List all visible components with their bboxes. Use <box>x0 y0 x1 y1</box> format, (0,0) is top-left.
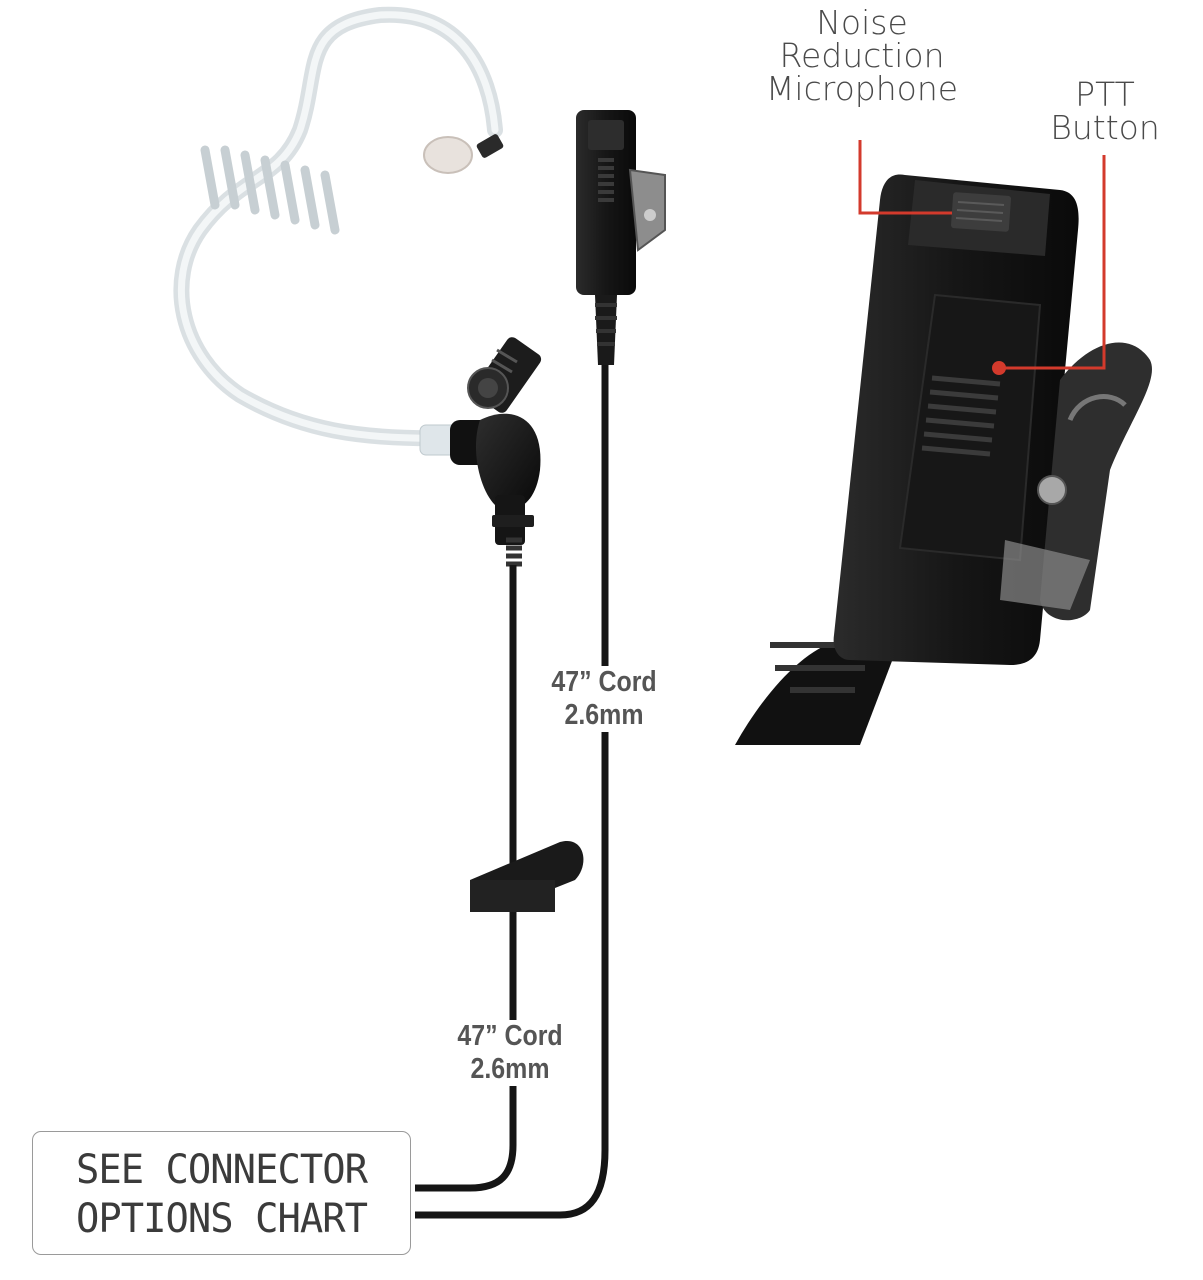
noise-mic-label: Noise Reduction Microphone <box>752 6 972 105</box>
coil-section <box>200 145 340 235</box>
ptt-label-line2: Button <box>1050 108 1160 147</box>
noise-mic-label-line1: Noise <box>816 3 908 42</box>
lower-cord-label: 47” Cord 2.6mm <box>449 1020 571 1086</box>
upper-cord-length: 47” Cord <box>551 666 657 698</box>
noise-mic-label-line2: Reduction <box>779 36 945 75</box>
ptt-ridges <box>921 375 1001 457</box>
cords <box>415 365 609 1219</box>
ptt-label-line1: PTT <box>1075 75 1135 114</box>
noise-mic-label-line3: Microphone <box>765 69 959 108</box>
ptt-callout-line <box>1000 155 1106 370</box>
mic-ptt-small <box>576 110 666 365</box>
earpiece-swivel <box>450 337 542 567</box>
ptt-callout-dot <box>992 361 1006 375</box>
acoustic-tube-earpiece <box>173 6 504 456</box>
connector-options-text: SEE CONNECTOR OPTIONS CHART <box>39 1146 405 1244</box>
connector-options-box: SEE CONNECTOR OPTIONS CHART <box>32 1131 411 1255</box>
callouts <box>858 140 1106 375</box>
upper-cord-gauge: 2.6mm <box>564 699 644 731</box>
connector-line1: SEE CONNECTOR <box>75 1147 368 1193</box>
ear-tip <box>423 136 473 174</box>
ptt-closeup <box>735 174 1152 745</box>
upper-cord-label: 47” Cord 2.6mm <box>543 666 665 732</box>
ptt-label: PTT Button <box>1040 78 1170 144</box>
noise-mic-callout-line <box>858 140 952 215</box>
connector-line2: OPTIONS CHART <box>75 1196 368 1242</box>
lower-cord-gauge: 2.6mm <box>470 1053 550 1085</box>
cord-clip <box>470 840 584 912</box>
lower-cord-length: 47” Cord <box>457 1020 563 1052</box>
